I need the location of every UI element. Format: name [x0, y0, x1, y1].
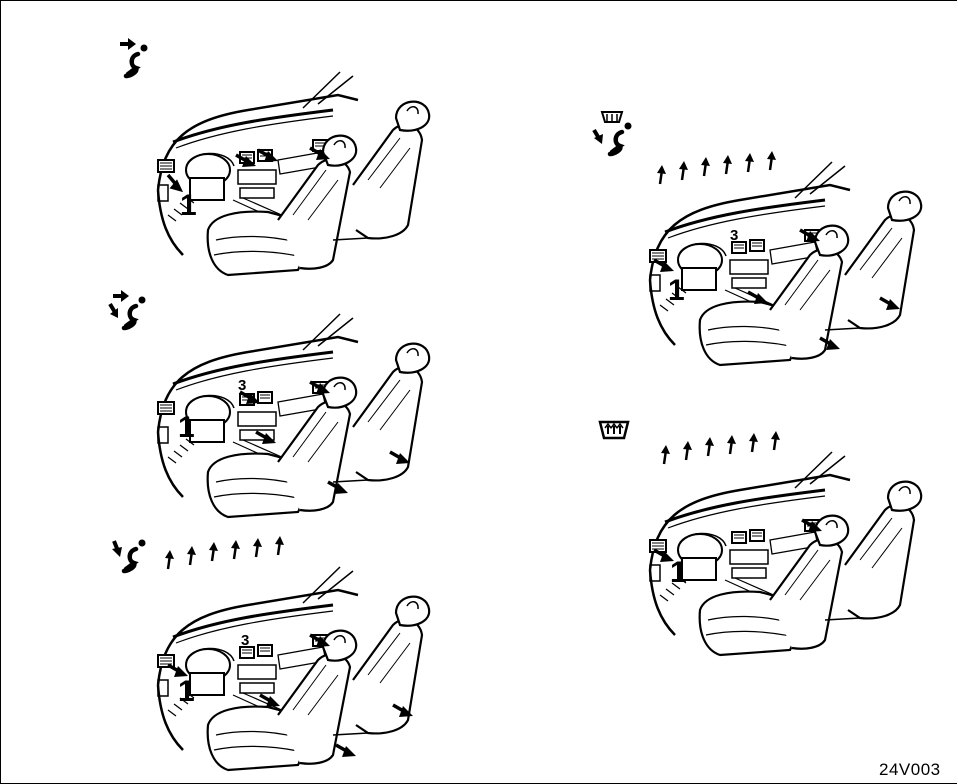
label-1: 1 — [668, 274, 685, 307]
label-3: 3 — [238, 377, 246, 394]
label-1: 1 — [670, 556, 687, 589]
label-3: 3 — [241, 632, 249, 649]
panel-foot-defrost: 1 3 — [594, 112, 921, 365]
panel-defrost: 1 — [600, 422, 921, 655]
label-1: 1 — [178, 675, 195, 708]
label-1: 1 — [178, 411, 195, 444]
label-3: 3 — [730, 227, 738, 244]
bilevel-icon — [110, 290, 146, 328]
label-1: 1 — [180, 189, 197, 222]
panel-vent: 1 — [120, 38, 429, 275]
defrost-icon — [600, 422, 628, 438]
foot-defrost-icon — [594, 112, 632, 154]
panel-bilevel: 1 3 — [110, 290, 429, 517]
foot-icon — [112, 540, 146, 572]
diagram-code: 24V003 — [879, 760, 941, 780]
face-vent-icon — [120, 38, 148, 76]
panel-foot: 1 3 — [112, 536, 429, 770]
